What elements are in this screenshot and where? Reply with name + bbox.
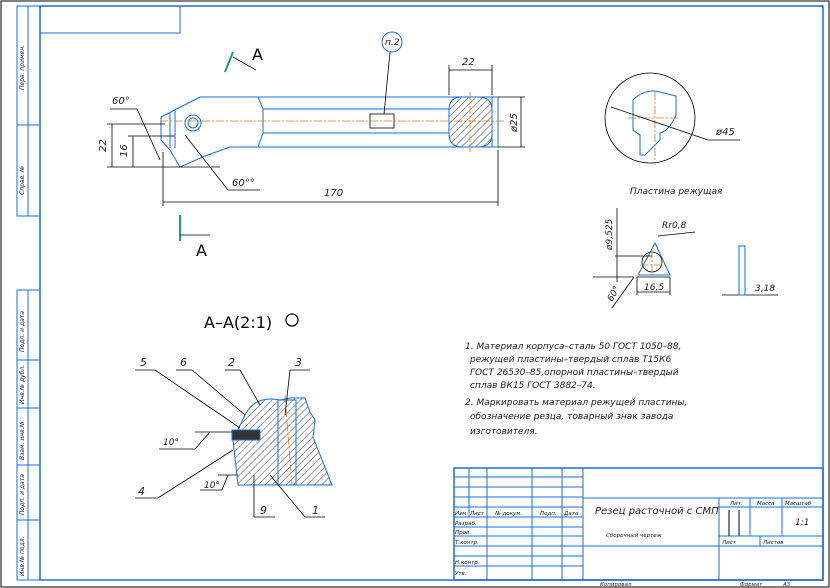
stamp-label: Инв.№ дубл. [19, 365, 26, 404]
tb-sheets: Листов [762, 540, 784, 546]
drawing-frame [39, 5, 824, 581]
section-view: А–А(2:1) 5 6 2 3 4 9 1 10° 10° [135, 313, 333, 518]
dim-insert-radius: Rr0,8 [662, 221, 687, 231]
dim-insert-thickness: 3,18 [755, 284, 775, 294]
tb-format: Формат [740, 582, 763, 588]
callout-9: 9 [260, 504, 267, 517]
tb-row-label: Пров. [455, 530, 471, 536]
note-line: 2. Маркировать материал режущей пластины… [465, 398, 687, 408]
tb-copied: Копировал [600, 582, 632, 588]
tb-mass: Масса [757, 501, 775, 507]
technical-notes: 1. Материал корпуса–сталь 50 ГОСТ 1050–8… [465, 342, 687, 437]
tb-scale: Масштаб [785, 501, 812, 507]
dim-height-16: 16 [119, 144, 130, 157]
insert-view: Пластина режущая ø9,525 Rr0,8 16,5 60° 3… [593, 187, 778, 309]
stamp-label: Перв. примен. [19, 45, 26, 90]
leader-note: п.2 [385, 38, 400, 48]
note-line: ГОСТ 26530–85,опорной пластины–твердый [470, 368, 679, 378]
dim-length: 170 [324, 188, 343, 199]
callout-2: 2 [228, 356, 235, 369]
stamp-label: Подп. и дата [19, 474, 26, 515]
dim-angle-bottom: 60°° [232, 178, 255, 189]
dim-diameter: ø25 [509, 113, 520, 133]
dim-angle-10-bottom: 10° [204, 481, 220, 491]
note-line: сплав ВК15 ГОСТ 3882–74. [470, 381, 596, 391]
tb-header: Изм [455, 511, 466, 517]
dim-detail-diameter: ø45 [715, 127, 735, 138]
callout-1: 1 [312, 504, 319, 517]
dim-angle-10-top: 10° [163, 438, 179, 448]
tb-subtitle: Сборочный чертеж [606, 533, 662, 539]
note-line: обозначение резца, товарный знак завода [470, 412, 673, 422]
callout-5: 5 [140, 356, 147, 369]
tb-sheet: Лист [721, 540, 737, 546]
main-view: п.2 170 22 ø25 22 16 60° 60°° A A [98, 31, 525, 260]
dim-width: 22 [462, 57, 475, 68]
note-line: 1. Материал корпуса–сталь 50 ГОСТ 1050–8… [465, 342, 681, 352]
side-stamp [16, 5, 41, 581]
section-mark-top: A [252, 45, 263, 64]
leader-note-bubble [381, 31, 403, 53]
tb-row-label: Н.контр. [455, 560, 480, 566]
tb-header: Лист [469, 511, 485, 517]
callout-4: 4 [138, 485, 145, 498]
tb-row-label: Т.контр. [455, 540, 479, 546]
detail-view: ø45 [604, 72, 740, 165]
dim-insert-diameter: ø9,525 [605, 218, 615, 251]
note-line: изготовителя. [470, 427, 538, 437]
section-mark-bottom: A [196, 241, 207, 260]
insert-title: Пластина режущая [630, 187, 723, 197]
tb-row-label: Разраб. [455, 521, 477, 527]
stamp-label: Подп. и дата [19, 311, 26, 352]
tb-header: Подп. [540, 511, 557, 517]
tb-title: Резец расточной с СМП [595, 506, 719, 517]
stamp-label: Взам. инв.№ [19, 421, 26, 460]
stamp-label: Справ. № [19, 166, 26, 195]
tb-lit: Лит. [729, 501, 743, 507]
note-line: режущей пластины–твердый сплав Т15К6 [469, 355, 672, 365]
tb-header: Дата [563, 511, 579, 517]
tb-format-value: А3 [782, 582, 791, 588]
callout-3: 3 [295, 356, 302, 369]
dim-angle-top: 60° [112, 96, 130, 107]
section-title: А–А(2:1) [204, 313, 272, 332]
callout-6: 6 [180, 356, 187, 369]
stamp-label: Инв.№ подл. [19, 536, 26, 576]
dim-insert-side: 16,5 [644, 283, 664, 293]
title-block [453, 467, 824, 581]
tb-header: № докум. [494, 511, 522, 517]
tb-row-label: Утв. [455, 571, 467, 577]
dim-height-22: 22 [98, 139, 109, 152]
tb-scale-value: 1:1 [795, 518, 809, 528]
dim-insert-angle: 60° [606, 285, 623, 304]
